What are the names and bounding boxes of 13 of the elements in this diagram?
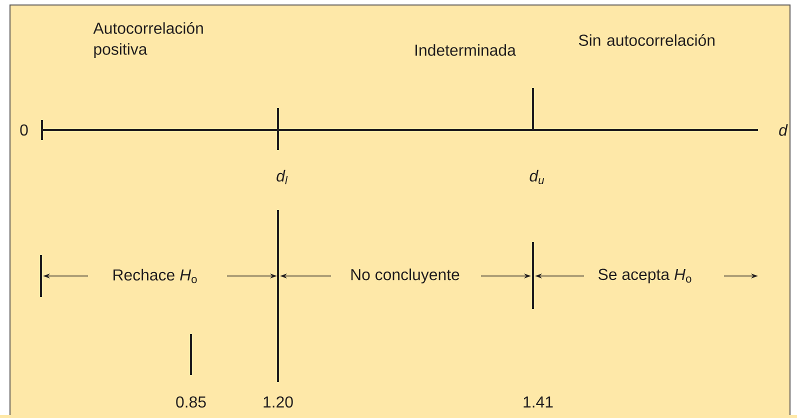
- axis-label: 0: [20, 124, 28, 136]
- decision-label: Rechace H$_{o}$: [114, 268, 197, 284]
- value-label: 0.85: [176, 396, 206, 408]
- axis-label: d: [779, 124, 788, 136]
- value-label: 1.41: [524, 396, 553, 408]
- critical-value-label: d$_{l}$: [276, 170, 288, 184]
- decision-label: No concluyente: [351, 268, 460, 284]
- region-label: Indeterminada: [416, 44, 516, 56]
- decision-label: Se acepta H$_{o}$: [598, 268, 692, 284]
- region-label: Sin autocorrelación: [578, 34, 714, 46]
- value-label: 1.20: [264, 396, 293, 408]
- region-label: Autocorrelación positiva: [93, 22, 203, 58]
- critical-value-label: d$_{u}$: [530, 170, 544, 184]
